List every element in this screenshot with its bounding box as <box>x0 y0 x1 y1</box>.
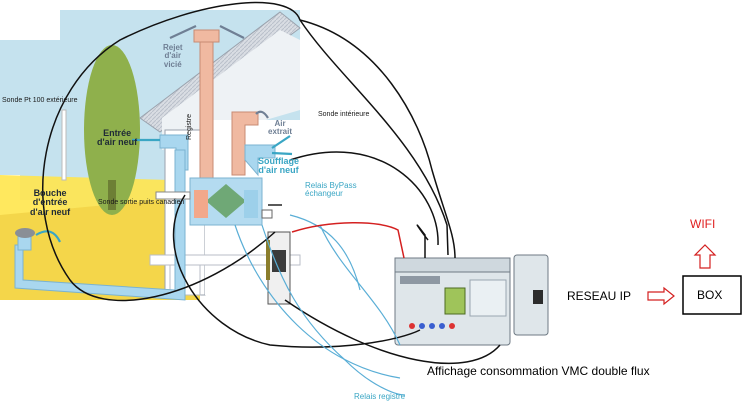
blue-wires <box>234 214 406 396</box>
tree-trunk <box>108 180 116 210</box>
reject-arrow-left <box>169 25 197 39</box>
duct-network <box>14 29 276 301</box>
exhaust-duct-cap <box>193 29 220 43</box>
exchanger-right-block <box>244 190 258 218</box>
label-rejet: Rejet d'air vicié <box>163 43 183 69</box>
label-air-extrait: Air extrait <box>268 119 293 137</box>
reseau-arrow <box>647 286 675 306</box>
exchanger-left-block <box>194 190 208 218</box>
extract-duct <box>231 111 259 176</box>
label-sonde-interieure: Sonde intérieure <box>318 111 370 118</box>
roof <box>139 11 301 133</box>
airflow-arrows <box>35 25 293 243</box>
extract-arrow <box>255 110 269 119</box>
label-sonde-puits: Sonde sortie puits canadien <box>98 199 185 206</box>
air-intake-cap <box>15 228 35 238</box>
label-bouche: Bouche d'entrée d'air neuf <box>30 188 71 217</box>
label-soufflage: Soufflage d'air neuf <box>258 156 300 176</box>
black-wires <box>42 1 501 365</box>
label-entree-air: Entrée d'air neuf <box>97 128 138 148</box>
supply-duct <box>244 144 276 177</box>
plc-controller <box>394 254 549 346</box>
reject-arrow-right <box>219 25 245 39</box>
tree <box>84 45 140 215</box>
exhaust-duct-vertical <box>199 37 214 179</box>
wifi-arrow <box>693 244 717 269</box>
bouche-arrow <box>35 230 61 243</box>
wall-sensor <box>155 191 191 200</box>
red-wire <box>291 221 405 259</box>
label-sonde-pt100: Sonde Pt 100 extérieure <box>2 97 78 104</box>
floor-slab <box>149 254 301 266</box>
supply-arrow-2 <box>271 151 293 156</box>
label-wifi: WIFI <box>690 217 716 231</box>
network-section <box>647 244 742 315</box>
supply-arrow-1 <box>271 135 291 149</box>
label-box: BOX <box>697 288 723 302</box>
ground-slope <box>0 200 200 300</box>
label-relais-bypass: Relais ByPass échangeur <box>305 181 357 199</box>
box-rect <box>682 275 742 315</box>
label-affichage: Affichage consommation VMC double flux <box>427 364 650 378</box>
sonde-box <box>261 209 273 219</box>
label-registre: Registre <box>186 113 193 140</box>
exchanger-core <box>206 184 246 218</box>
relay-module <box>266 231 291 305</box>
label-reseau-ip: RESEAU IP <box>567 289 632 303</box>
outdoor-sensor-post <box>61 109 67 181</box>
label-relais-registre: Relais registre <box>354 392 406 401</box>
